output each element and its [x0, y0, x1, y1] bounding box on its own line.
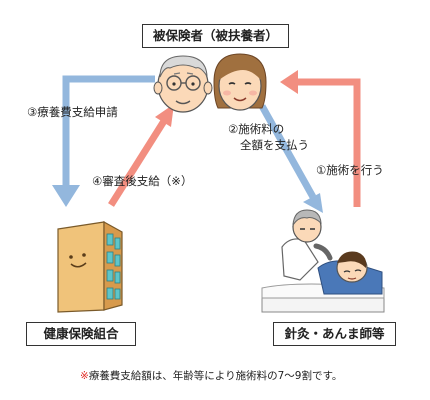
step-1-label: ①施術を行う [316, 163, 384, 177]
arrow-application [52, 75, 155, 207]
arrow-treatment [280, 70, 361, 207]
step-2-label-line2: 全額を支払う [240, 138, 309, 152]
insured-person-box: 被保険者（被扶養者） [142, 24, 289, 48]
elderly-man-illustration [153, 55, 213, 113]
footnote-mark: ※ [80, 370, 89, 382]
step-4-label: ④審査後支給（※） [92, 174, 193, 188]
step-2-label-line1: ②施術料の [228, 122, 285, 136]
health-insurance-association-box: 健康保険組合 [26, 322, 136, 346]
arrow-full-payment [258, 104, 323, 213]
footnote: ※療養費支給額は、年齢等により施術料の7～9割です。 [80, 368, 342, 383]
arrow-payment [108, 104, 174, 207]
step-3-label: ③療養費支給申請 [27, 105, 118, 119]
practitioner-box: 針灸・あんま師等 [273, 322, 396, 346]
building-illustration [57, 220, 123, 313]
woman-illustration [213, 53, 267, 111]
treatment-illustration [261, 209, 385, 313]
footnote-text: 療養費支給額は、年齢等により施術料の7～9割です。 [88, 370, 343, 382]
